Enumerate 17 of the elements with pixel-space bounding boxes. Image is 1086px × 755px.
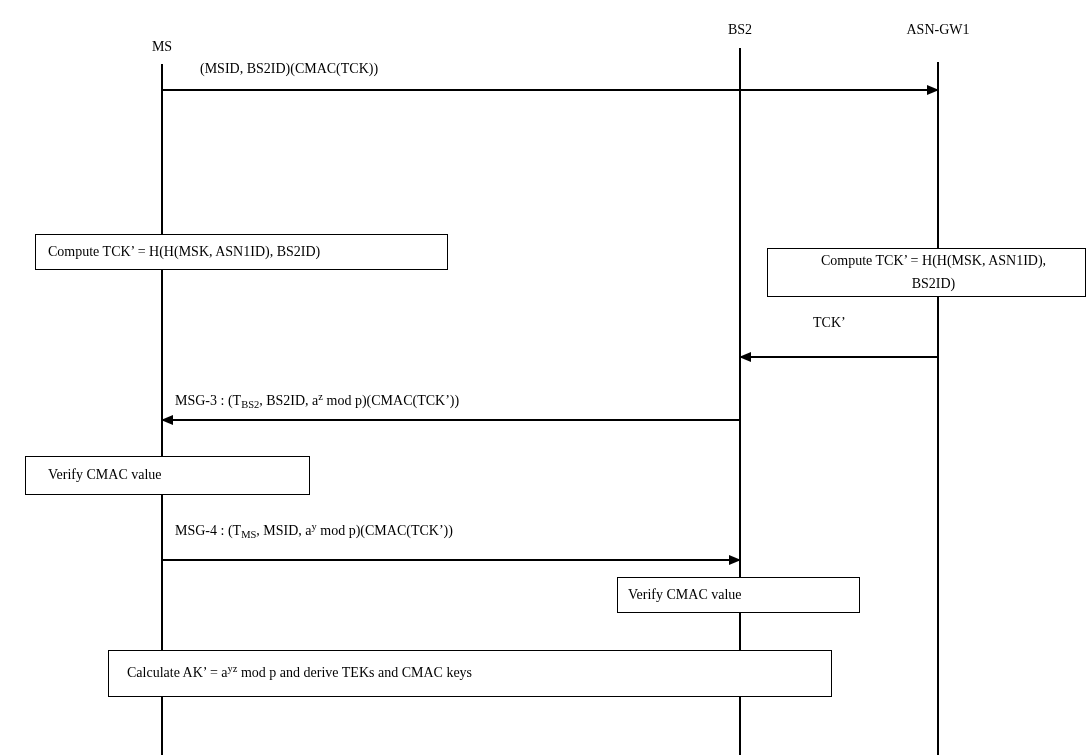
process-box bbox=[25, 456, 310, 495]
box-text: Verify CMAC value bbox=[48, 466, 163, 485]
process-box bbox=[35, 234, 448, 270]
box-text: Compute TCK’ = H(H(MSK, ASN1ID), BS2ID) bbox=[819, 252, 1048, 293]
box-text: Verify CMAC value bbox=[628, 585, 743, 604]
message-arrow bbox=[161, 415, 741, 425]
lifeline-header: MS bbox=[151, 38, 173, 56]
process-box bbox=[767, 248, 1086, 297]
box-text: Calculate AK’ = a$^{yz}$ mod p and derive TEKs and CMAC keys bbox=[127, 662, 474, 683]
message-arrow bbox=[161, 555, 741, 565]
lifeline-header: BS2 bbox=[727, 21, 753, 39]
process-box bbox=[108, 650, 832, 697]
process-box bbox=[617, 577, 860, 613]
box-text: Compute TCK’ = H(H(MSK, ASN1ID), BS2ID) bbox=[48, 242, 322, 261]
message-arrow bbox=[739, 352, 939, 362]
lifeline-header: ASN-GW1 bbox=[906, 21, 970, 39]
message-arrow bbox=[161, 85, 939, 95]
